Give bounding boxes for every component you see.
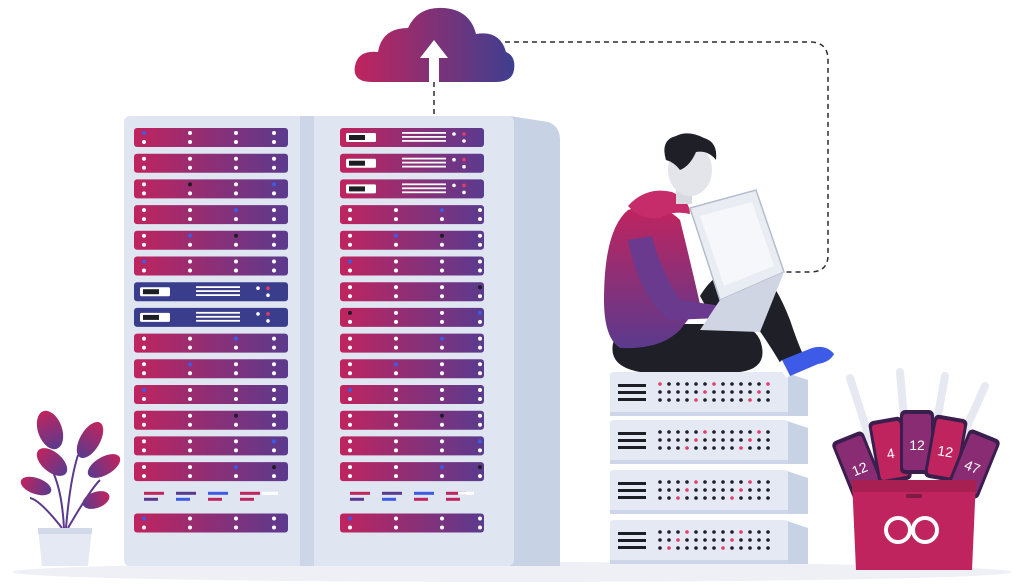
rack-unit — [134, 282, 288, 302]
rack-unit — [134, 230, 288, 250]
rack-unit — [134, 333, 288, 353]
rack-unit — [134, 359, 288, 379]
rack-column-right — [340, 128, 484, 533]
server-cabinet — [124, 116, 560, 566]
stacked-server — [610, 470, 808, 514]
phone-screen-text: 12 — [909, 437, 925, 453]
server-stack — [610, 372, 808, 564]
rack-unit — [340, 256, 484, 276]
stacked-server — [610, 420, 808, 464]
rack-unit — [340, 385, 484, 404]
rack-unit — [340, 153, 484, 173]
stacked-server — [610, 372, 808, 416]
rack-unit — [340, 487, 484, 507]
rack-unit — [134, 205, 288, 225]
floor-shadow — [12, 562, 1012, 582]
rack-unit — [134, 487, 288, 507]
rack-unit — [134, 179, 288, 199]
rack-unit — [134, 256, 288, 276]
rack-unit — [340, 359, 484, 379]
rack-unit — [134, 436, 288, 456]
stacked-server — [610, 520, 808, 564]
rack-unit — [340, 513, 484, 533]
laptop-icon — [689, 189, 785, 332]
phone: 12 — [900, 410, 934, 474]
rack-unit — [340, 436, 484, 456]
shopping-bag-icon: 12 4 12 12 47 — [832, 368, 1000, 570]
potted-plant-icon — [20, 410, 121, 566]
rack-unit — [134, 307, 288, 327]
rack-unit — [134, 385, 288, 404]
rack-unit — [340, 282, 484, 302]
rack-unit — [340, 462, 484, 482]
rack-unit — [340, 307, 484, 327]
rack-unit — [340, 333, 484, 353]
connection-line — [505, 41, 829, 273]
rack-unit — [340, 230, 484, 250]
phone-screen-text: 47 — [962, 456, 983, 477]
rack-unit — [340, 205, 484, 225]
rack-unit — [134, 410, 288, 430]
rack-unit — [134, 128, 288, 147]
rack-unit — [134, 513, 288, 533]
rack-unit — [134, 153, 288, 173]
rack-unit — [134, 462, 288, 482]
phone-screen-text: 4 — [885, 445, 896, 462]
rack-unit — [340, 179, 484, 199]
rack-column-left — [134, 128, 288, 533]
rack-unit — [340, 128, 484, 147]
phone-screen-text: 12 — [936, 442, 954, 460]
rack-unit — [340, 410, 484, 430]
phone-screen-text: 12 — [849, 458, 870, 479]
infinity-logo-icon — [884, 516, 939, 544]
cloud-upload-icon — [354, 7, 515, 83]
